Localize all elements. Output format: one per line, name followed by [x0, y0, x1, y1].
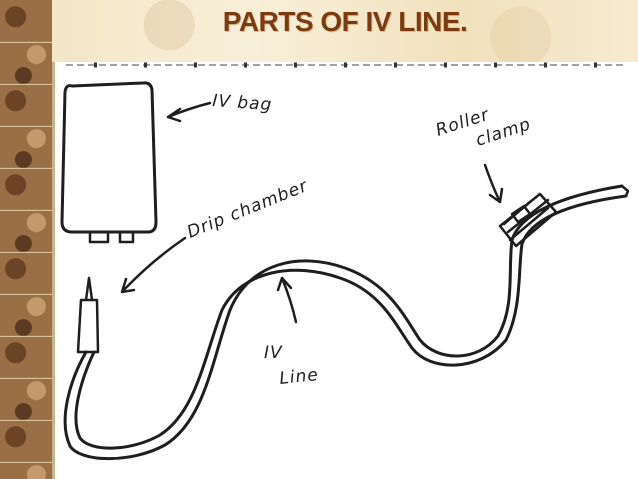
title-banner [52, 0, 638, 62]
iv-bag-label: IV bag [212, 91, 273, 115]
iv-line-label-line1: IV [264, 343, 283, 363]
drip-chamber-arrow [120, 236, 187, 294]
iv-tubing-end [620, 184, 630, 198]
iv-line-arrow [276, 276, 298, 324]
roller-clamp-drawing [498, 192, 558, 248]
title-divider [66, 62, 626, 68]
decorative-side-border [0, 0, 55, 479]
iv-tubing-outer [63, 184, 624, 461]
iv-tubing-inner [74, 194, 628, 450]
slide-title: PARTS OF IV LINE. [222, 6, 468, 37]
iv-line-diagram: IV bag Drip chamber Roller clamp IV Line [60, 81, 630, 461]
iv-bag-port [88, 230, 135, 244]
drip-chamber-drawing [76, 298, 100, 354]
drip-chamber-label: Drip chamber [184, 176, 310, 243]
iv-line-label-line2: Line [278, 365, 319, 389]
iv-bag-drawing [60, 81, 158, 234]
drip-chamber-spike [84, 276, 94, 302]
iv-bag-arrow [166, 101, 212, 123]
roller-clamp-arrow [483, 163, 504, 204]
